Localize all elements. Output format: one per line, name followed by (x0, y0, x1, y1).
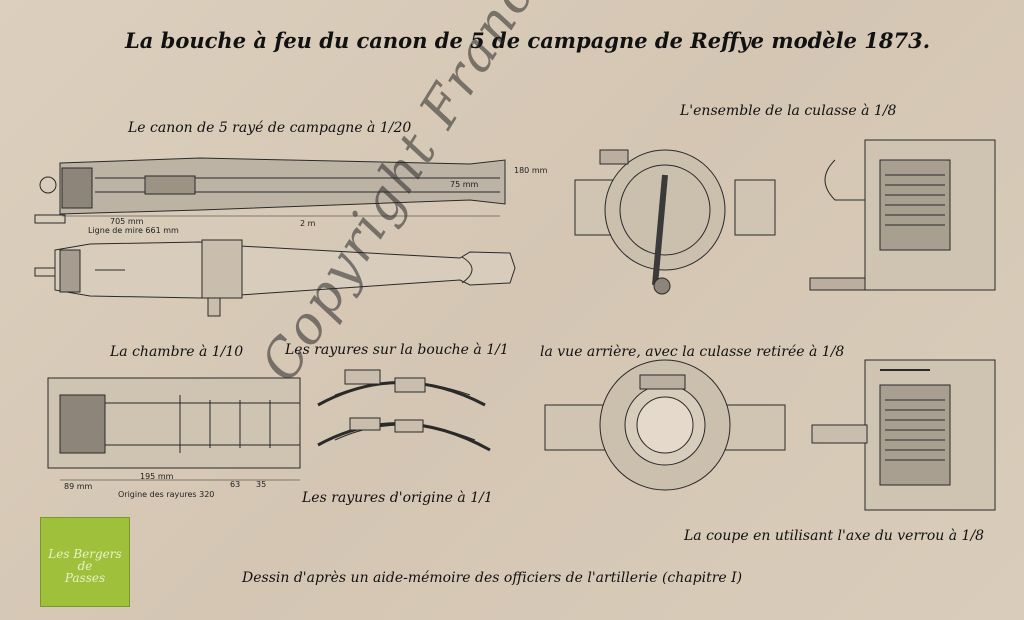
label-canon: Le canon de 5 rayé de campagne à 1/20 (128, 120, 412, 136)
breech-assembly-drawing (574, 139, 996, 295)
dim-63: 63 (230, 480, 241, 489)
dim-origine-rayures: Origine des rayures 320 (118, 490, 215, 499)
dim-35: 35 (256, 480, 267, 489)
dim-705mm: 705 mm (110, 217, 144, 226)
label-rayures-bouche: Les rayures sur la bouche à 1/1 (285, 342, 509, 358)
logo-text: Les Bergers de Passes (41, 548, 129, 584)
origin-rifling-drawing (317, 417, 491, 452)
label-vue-arriere: la vue arrière, avec la culasse retirée … (540, 344, 845, 360)
dim-2m: 2 m (300, 219, 316, 228)
dim-180mm: 180 mm (514, 166, 548, 175)
muzzle-rifling-drawing (317, 369, 486, 407)
cross-section-drawing (811, 359, 996, 511)
label-coupe: La coupe en utilisant l'axe du verrou à … (684, 528, 985, 544)
cannon-exterior-drawing (34, 239, 516, 317)
label-chambre: La chambre à 1/10 (110, 344, 244, 360)
cannon-section-drawing (34, 157, 506, 224)
logo-line-2: de (77, 559, 93, 573)
rear-view-drawing (544, 359, 786, 491)
chamber-drawing (47, 377, 301, 481)
source-caption: Dessin d'après un aide-mémoire des offic… (242, 570, 743, 586)
plate-title: La bouche à feu du canon de 5 de campagn… (125, 28, 931, 53)
dim-ligne-mire: Ligne de mire 661 mm (88, 226, 179, 235)
label-culasse: L'ensemble de la culasse à 1/8 (680, 103, 897, 119)
logo-line-3: Passes (64, 571, 106, 585)
dim-75mm: 75 mm (450, 180, 479, 189)
club-logo: Les Bergers de Passes (40, 517, 130, 607)
dim-195mm: 195 mm (140, 472, 174, 481)
label-rayures-origine: Les rayures d'origine à 1/1 (302, 490, 493, 506)
dim-89mm: 89 mm (64, 482, 93, 491)
logo-line-1: Les Bergers (48, 547, 122, 561)
